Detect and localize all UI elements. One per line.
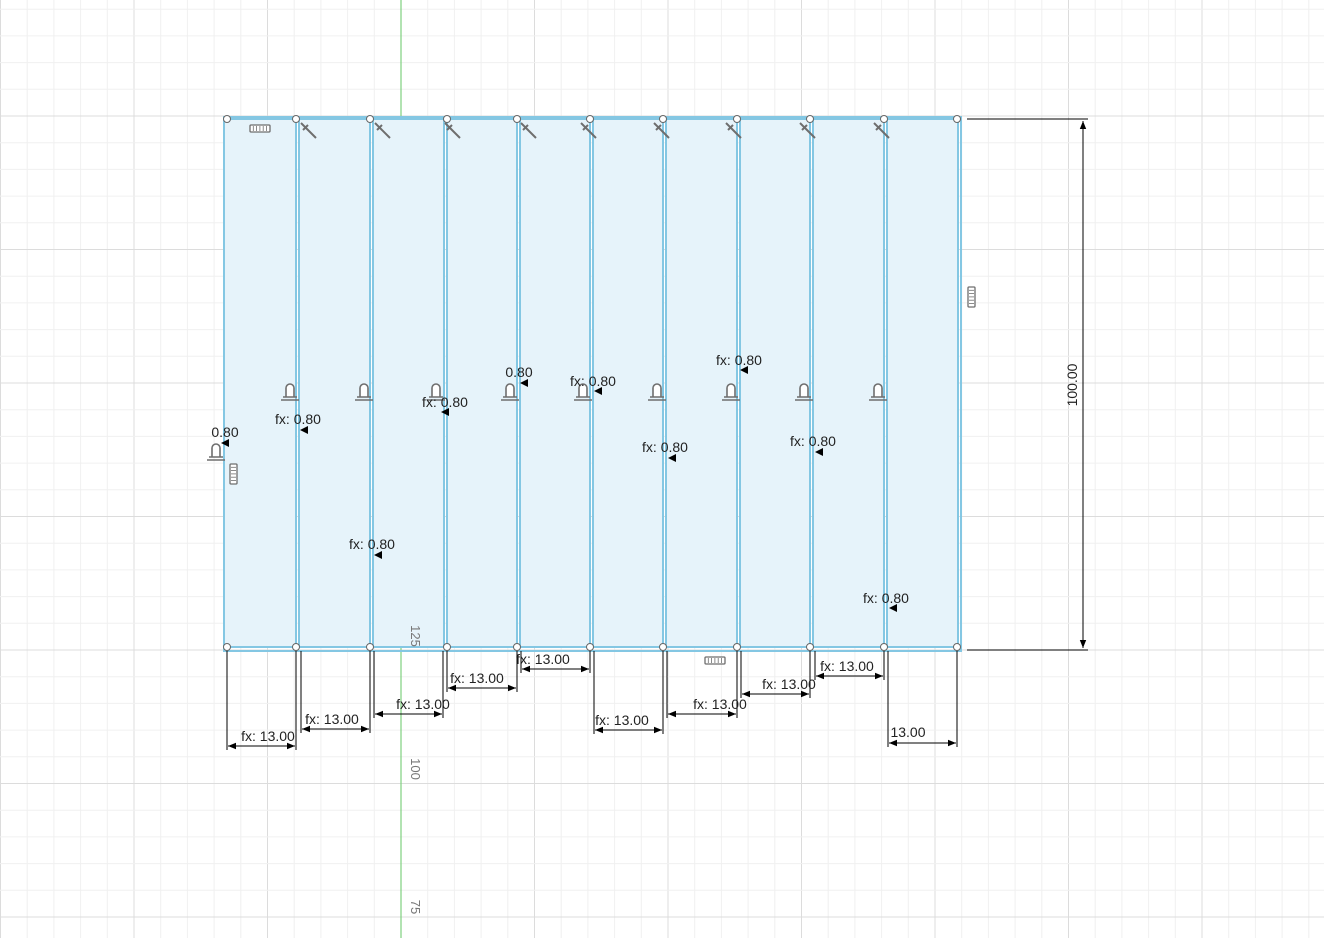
perpendicular-constraint-icon (580, 122, 597, 139)
perpendicular-constraint-icon (873, 122, 890, 139)
sketch-point[interactable] (223, 115, 231, 123)
gap-dimension-arrow (889, 604, 897, 612)
sketch-point[interactable] (513, 115, 521, 123)
coincident-constraint-icon (648, 383, 666, 401)
profile-strip[interactable] (592, 118, 664, 648)
width-dimension-label[interactable]: fx: 13.00 (693, 696, 747, 712)
profile-strip[interactable] (886, 118, 959, 648)
profile-strip[interactable] (298, 118, 371, 648)
width-dimension-label[interactable]: fx: 13.00 (305, 711, 359, 727)
sketch-point[interactable] (806, 643, 814, 651)
width-dimension-label[interactable]: fx: 13.00 (450, 670, 504, 686)
sketch-point[interactable] (586, 643, 594, 651)
horizontal-constraint-icon (704, 656, 726, 665)
sketch-point[interactable] (586, 115, 594, 123)
gap-dimension-label[interactable]: fx: 0.80 (716, 352, 762, 368)
profile-strips[interactable] (223, 115, 962, 652)
profile-strip[interactable] (372, 118, 445, 648)
axis-label-100: 100 (408, 758, 423, 780)
gap-dimension-label[interactable]: fx: 0.80 (570, 373, 616, 389)
axis-label-75: 75 (408, 900, 423, 914)
gap-dimension-arrow (441, 408, 449, 416)
vertical-constraint-icon (967, 286, 976, 308)
profile-strip[interactable] (519, 118, 591, 648)
horizontal-constraint-icon (249, 124, 271, 133)
width-dimension-label[interactable]: fx: 13.00 (820, 658, 874, 674)
constraint-icons (207, 122, 976, 665)
profile-strip[interactable] (223, 118, 297, 648)
gap-dimension-arrow (740, 366, 748, 374)
sketch-point[interactable] (366, 115, 374, 123)
coincident-constraint-icon (501, 383, 519, 401)
gap-dimension-arrow (374, 551, 382, 559)
gap-dimension-label[interactable]: fx: 0.80 (349, 536, 395, 552)
gap-dimension-label[interactable]: fx: 0.80 (422, 394, 468, 410)
width-dimension-label[interactable]: fx: 13.00 (396, 696, 450, 712)
sketch-point[interactable] (223, 643, 231, 651)
sketch-point[interactable] (443, 115, 451, 123)
gap-dimension-arrow (300, 426, 308, 434)
gap-dimension-arrow (520, 379, 528, 387)
gap-dimension-label[interactable]: fx: 0.80 (275, 411, 321, 427)
sketch-point[interactable] (513, 643, 521, 651)
width-dimension-label[interactable]: fx: 13.00 (241, 728, 295, 744)
coincident-constraint-icon (574, 383, 592, 401)
gap-dimension-arrow (668, 454, 676, 462)
width-dimension-label[interactable]: 13.00 (890, 724, 925, 740)
sketch-point[interactable] (659, 115, 667, 123)
sketch-point[interactable] (953, 115, 961, 123)
perpendicular-constraint-icon (725, 122, 742, 139)
gap-dimension-label[interactable]: 0.80 (505, 364, 532, 380)
sketch-point[interactable] (659, 643, 667, 651)
coincident-constraint-icon (795, 383, 813, 401)
width-dimension-label[interactable]: fx: 13.00 (762, 676, 816, 692)
sketch-point[interactable] (953, 643, 961, 651)
coincident-constraint-icon (207, 443, 225, 461)
axis-label-125: 125 (408, 625, 423, 647)
perpendicular-constraint-icon (444, 122, 461, 139)
sketch-point[interactable] (733, 115, 741, 123)
perpendicular-constraint-icon (653, 122, 670, 139)
profile-strip[interactable] (446, 118, 518, 648)
height-dimension-label[interactable]: 100.00 (1064, 363, 1080, 406)
vertical-constraint-icon (229, 463, 238, 485)
sketch-point[interactable] (880, 115, 888, 123)
width-dimension-label[interactable]: fx: 13.00 (516, 651, 570, 667)
coincident-constraint-icon (281, 383, 299, 401)
gap-dimension-arrow (594, 387, 602, 395)
gap-dimension-arrow (815, 448, 823, 456)
perpendicular-constraint-icon (799, 122, 816, 139)
gap-dimension-label[interactable]: 0.80 (211, 424, 238, 440)
width-dimension-label[interactable]: fx: 13.00 (595, 712, 649, 728)
coincident-constraint-icon (869, 383, 887, 401)
sketch-point[interactable] (366, 643, 374, 651)
coincident-constraint-icon (722, 383, 740, 401)
perpendicular-constraint-icon (300, 122, 317, 139)
gap-dimension-arrow (221, 439, 229, 447)
gap-dimension-label[interactable]: fx: 0.80 (790, 433, 836, 449)
gap-dimension-label[interactable]: fx: 0.80 (642, 439, 688, 455)
profile-strip[interactable] (812, 118, 885, 648)
sketch-point[interactable] (443, 643, 451, 651)
sketch-point[interactable] (292, 115, 300, 123)
sketch-point[interactable] (292, 643, 300, 651)
sketch-point[interactable] (806, 115, 814, 123)
coincident-constraint-icon (427, 383, 445, 401)
perpendicular-constraint-icon (520, 122, 537, 139)
profile-strip[interactable] (739, 118, 811, 648)
profile-strip[interactable] (665, 118, 738, 648)
sketch-point[interactable] (733, 643, 741, 651)
gap-dimension-label[interactable]: fx: 0.80 (863, 590, 909, 606)
perpendicular-constraint-icon (374, 122, 391, 139)
coincident-constraint-icon (355, 383, 373, 401)
sketch-point[interactable] (880, 643, 888, 651)
